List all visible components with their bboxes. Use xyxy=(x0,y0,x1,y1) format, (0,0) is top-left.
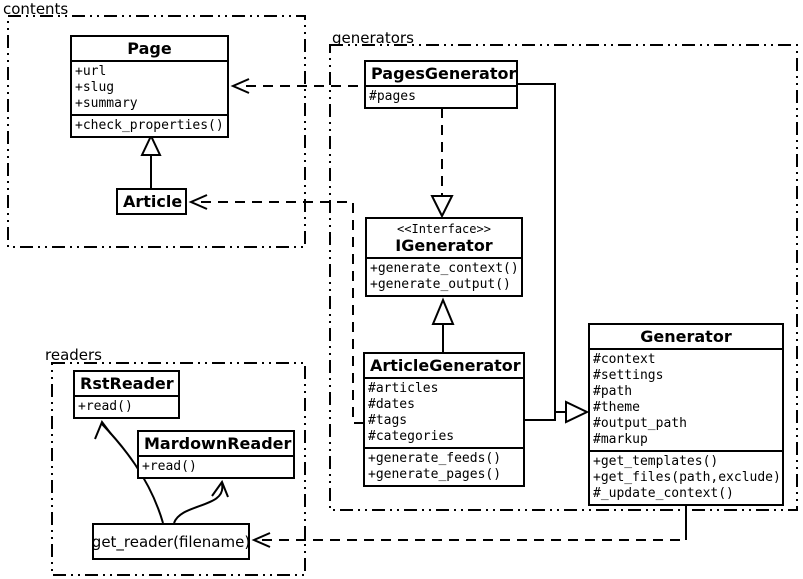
package-border-generators xyxy=(329,44,798,511)
attribute: #output_path xyxy=(593,416,687,431)
method: +get_files(path,exclude) xyxy=(593,470,781,485)
package-label-generators: generators xyxy=(332,29,414,47)
class-pagesgenerator-attributes: #pages xyxy=(366,85,516,107)
curve-getreader-to-markdownreader xyxy=(173,479,229,524)
method: +check_properties() xyxy=(75,118,224,133)
method: +generate_context() xyxy=(370,261,519,276)
class-rstreader-methods: +read() xyxy=(75,395,178,417)
dependency-articlegenerator-to-article xyxy=(188,194,364,424)
class-generator: Generator #context #settings #path #them… xyxy=(588,323,784,506)
attribute: #tags xyxy=(368,413,408,428)
class-article-title: Article xyxy=(123,192,183,211)
class-pagesgenerator: PagesGenerator #pages xyxy=(364,60,518,109)
attribute: #categories xyxy=(368,429,455,444)
attribute: #context xyxy=(593,352,656,367)
package-label-readers: readers xyxy=(45,346,102,364)
attribute: #settings xyxy=(593,368,664,383)
attribute: +slug xyxy=(75,80,115,95)
attribute: #path xyxy=(593,384,633,399)
attribute: #articles xyxy=(368,381,439,396)
class-articlegenerator-methods: +generate_feeds() +generate_pages() xyxy=(365,447,523,485)
class-page-title: Page xyxy=(127,39,172,58)
package-border-contents xyxy=(7,15,306,248)
dependency-pagesgenerator-to-page xyxy=(230,78,364,94)
generalization-to-generator xyxy=(518,83,590,424)
class-articlegenerator: ArticleGenerator #articles #dates #tags … xyxy=(363,352,525,487)
class-markdownreader-title: MardownReader xyxy=(144,434,292,453)
package-label-contents: contents xyxy=(3,0,69,18)
class-generator-attributes: #context #settings #path #theme #output_… xyxy=(590,348,782,450)
method: +read() xyxy=(142,459,197,474)
class-page: Page +url +slug +summary +check_properti… xyxy=(70,35,229,138)
method: #_update_context() xyxy=(593,486,734,501)
class-articlegenerator-title: ArticleGenerator xyxy=(370,356,521,375)
attribute: +url xyxy=(75,64,107,79)
attribute: #theme xyxy=(593,400,640,415)
method: +generate_pages() xyxy=(368,467,502,482)
class-generator-title: Generator xyxy=(640,327,732,346)
class-igenerator: <<Interface>> IGenerator +generate_conte… xyxy=(365,217,523,297)
attribute: #pages xyxy=(369,89,416,104)
attribute: #markup xyxy=(593,432,648,447)
method: +generate_feeds() xyxy=(368,451,502,466)
class-generator-methods: +get_templates() +get_files(path,exclude… xyxy=(590,450,782,504)
realization-pagesgenerator-to-igenerator xyxy=(430,108,454,219)
class-rstreader-title: RstReader xyxy=(80,374,174,393)
class-articlegenerator-attributes: #articles #dates #tags #categories xyxy=(365,377,523,447)
class-igenerator-title: IGenerator xyxy=(395,236,493,255)
method: +get_templates() xyxy=(593,454,719,469)
class-igenerator-stereotype: <<Interface>> xyxy=(397,222,491,236)
method: +read() xyxy=(78,399,133,414)
attribute: +summary xyxy=(75,96,138,111)
curve-getreader-to-rstreader xyxy=(94,419,164,524)
class-page-attributes: +url +slug +summary xyxy=(72,60,227,114)
node-get-reader: get_reader(filename) xyxy=(92,523,250,560)
class-page-methods: +check_properties() xyxy=(72,114,227,136)
class-markdownreader-methods: +read() xyxy=(139,455,293,477)
class-rstreader: RstReader +read() xyxy=(73,370,180,419)
method: +generate_output() xyxy=(370,277,511,292)
node-get-reader-label: get_reader(filename) xyxy=(91,532,251,551)
class-article: Article xyxy=(116,188,187,215)
class-pagesgenerator-title: PagesGenerator xyxy=(371,64,517,83)
class-igenerator-methods: +generate_context() +generate_output() xyxy=(367,257,521,295)
class-markdownreader: MardownReader +read() xyxy=(137,430,295,479)
attribute: #dates xyxy=(368,397,415,412)
generalization-article-to-page xyxy=(140,133,162,188)
package-border-readers xyxy=(51,362,306,576)
generalization-articlegenerator-to-igenerator xyxy=(431,297,455,352)
